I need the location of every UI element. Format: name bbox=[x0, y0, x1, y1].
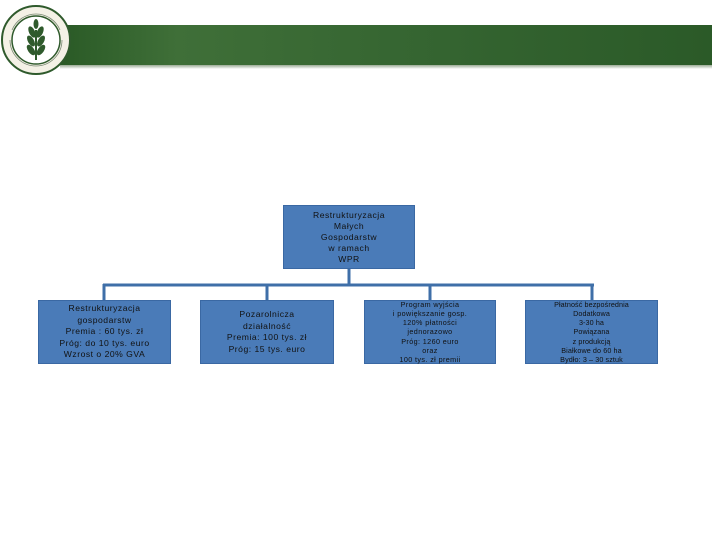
header-bar bbox=[60, 25, 712, 65]
child-node-program-wyjscia: Program wyjścia i powiększanie gosp. 120… bbox=[364, 300, 496, 364]
wheat-emblem-icon bbox=[1, 5, 71, 75]
child-node-platnosc: Płatność bezpośrednia Dodatkowa 3-30 ha … bbox=[525, 300, 658, 364]
child-node-pozarolnicza: Pozarolnicza działalność Premia: 100 tys… bbox=[200, 300, 334, 364]
header-divider bbox=[60, 65, 712, 69]
child-node-restrukturyzacja: Restrukturyzacja gospodarstw Premia : 60… bbox=[38, 300, 171, 364]
root-node: Restrukturyzacja Małych Gospodarstw w ra… bbox=[283, 205, 415, 269]
